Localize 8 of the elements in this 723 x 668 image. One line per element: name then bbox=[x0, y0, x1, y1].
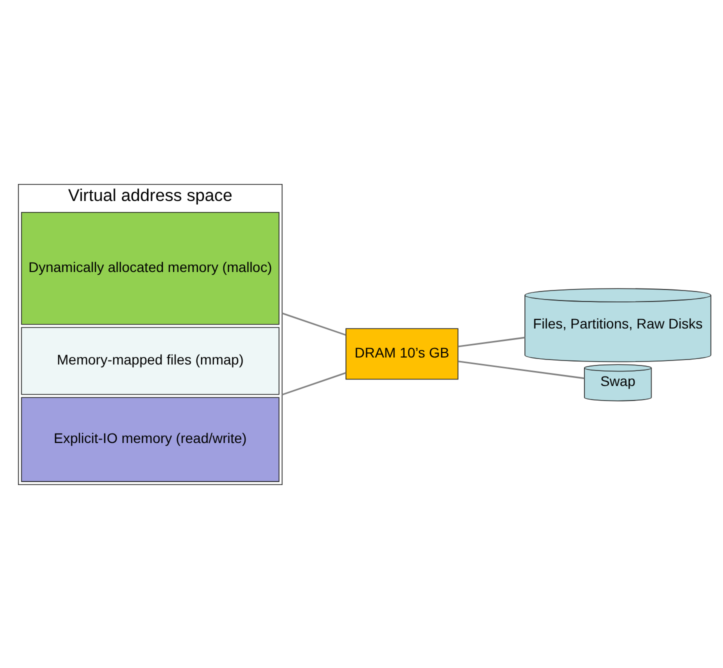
connector bbox=[282, 372, 346, 395]
node-box: Explicit-IO memory (read/write) bbox=[21, 396, 280, 482]
node-box: Memory-mapped files (mmap) bbox=[21, 326, 280, 394]
connector bbox=[458, 360, 584, 379]
connector bbox=[282, 312, 346, 336]
node-box: DRAM 10’s GB bbox=[346, 328, 458, 380]
node-box: Dynamically allocated memory (malloc) bbox=[21, 211, 280, 324]
connector bbox=[458, 336, 525, 347]
